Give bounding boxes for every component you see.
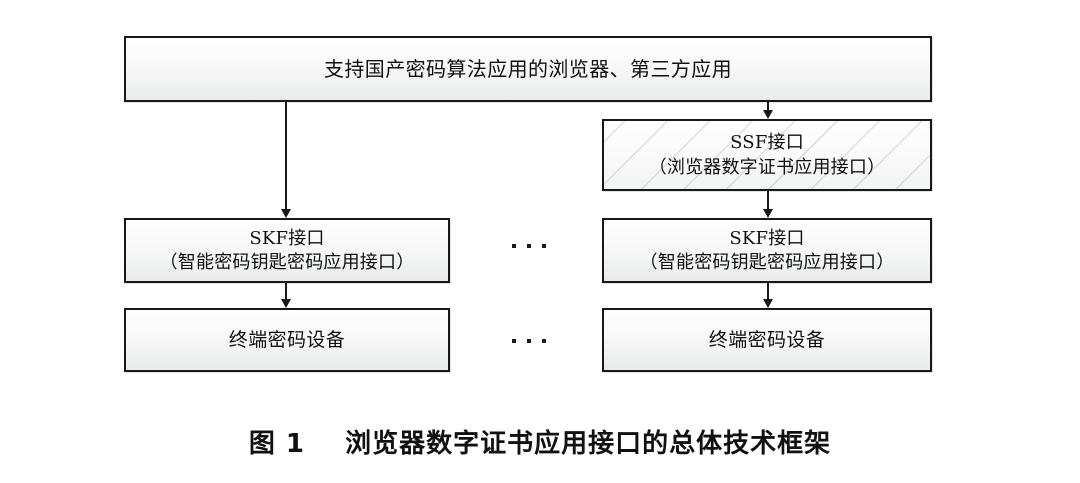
- connector-skf-left-to-device-left: [281, 283, 291, 308]
- connector-app-to-skf-left-arrowhead: [281, 209, 291, 218]
- node-skf-interface-right: SKF接口 （智能密码钥匙密码应用接口）: [602, 218, 932, 283]
- connector-skf-right-to-device-right-stem: [767, 283, 769, 300]
- connector-ssf-to-skf-right: [763, 191, 773, 218]
- node-skf-interface-right-subtitle: （智能密码钥匙密码应用接口）: [639, 252, 895, 273]
- connector-app-to-skf-left-stem: [285, 102, 287, 210]
- connector-skf-left-to-device-left-stem: [285, 283, 287, 300]
- node-skf-interface-left-title: SKF接口: [249, 227, 325, 249]
- ellipsis-skf-row: [512, 244, 546, 248]
- node-device-left-label: 终端密码设备: [228, 328, 346, 351]
- node-skf-interface-right-title: SKF接口: [729, 227, 805, 249]
- ellipsis-device-row: [512, 339, 546, 343]
- node-ssf-interface: SSF接口 （浏览器数字证书应用接口）: [602, 119, 932, 191]
- node-device-right-label: 终端密码设备: [708, 328, 826, 351]
- connector-ssf-to-skf-right-arrowhead: [763, 209, 773, 218]
- ellipsis-dot: [527, 339, 531, 343]
- connector-skf-right-to-device-right: [763, 283, 773, 308]
- node-ssf-interface-title: SSF接口: [730, 132, 804, 154]
- connector-app-to-ssf: [763, 102, 773, 119]
- connector-app-to-ssf-arrowhead: [763, 110, 773, 119]
- node-ssf-interface-subtitle: （浏览器数字证书应用接口）: [648, 156, 886, 178]
- connector-skf-right-to-device-right-arrowhead: [763, 299, 773, 308]
- connector-app-to-ssf-stem: [767, 102, 769, 111]
- ellipsis-dot: [542, 244, 546, 248]
- node-application-layer: 支持国产密码算法应用的浏览器、第三方应用: [124, 36, 932, 102]
- connector-skf-left-to-device-left-arrowhead: [281, 299, 291, 308]
- figure-caption: 图 1 浏览器数字证书应用接口的总体技术框架: [248, 429, 832, 459]
- node-device-right: 终端密码设备: [602, 308, 932, 372]
- connector-ssf-to-skf-right-stem: [767, 191, 769, 210]
- node-skf-interface-left: SKF接口 （智能密码钥匙密码应用接口）: [124, 218, 450, 283]
- ellipsis-dot: [527, 244, 531, 248]
- ellipsis-dot: [512, 339, 516, 343]
- node-skf-interface-left-subtitle: （智能密码钥匙密码应用接口）: [159, 252, 415, 273]
- node-application-layer-label: 支持国产密码算法应用的浏览器、第三方应用: [324, 57, 732, 81]
- connector-app-to-skf-left: [281, 102, 291, 218]
- ellipsis-dot: [512, 244, 516, 248]
- ellipsis-dot: [542, 339, 546, 343]
- node-device-left: 终端密码设备: [124, 308, 450, 372]
